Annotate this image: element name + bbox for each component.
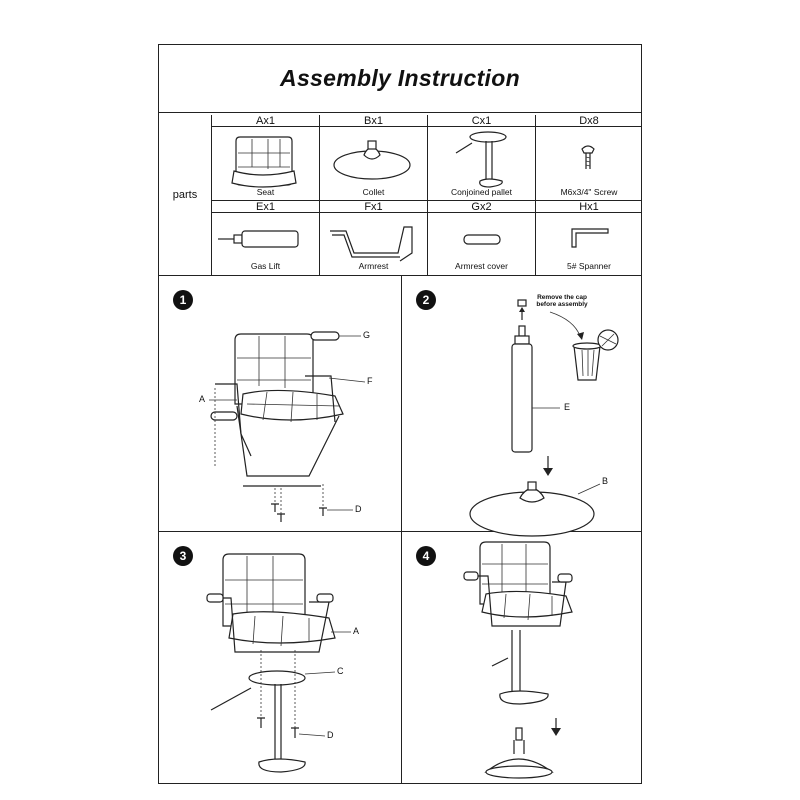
screw-part-drawing <box>581 145 595 169</box>
step-4-panel: 4 <box>402 532 642 784</box>
part-cell-armrest: Armrest <box>320 213 428 275</box>
step-3-number: 3 <box>173 546 193 566</box>
part-header-e: Ex1 <box>212 201 320 213</box>
step-4-number: 4 <box>416 546 436 566</box>
step-1-label-a: A <box>199 394 206 404</box>
part-header-c: Cx1 <box>428 115 536 127</box>
part-caption-collet: Collet <box>362 187 385 197</box>
step-2-note: Remove the cap before assembly <box>536 294 588 308</box>
part-caption-screw: M6x3/4" Screw <box>560 187 618 197</box>
step-1-label-f: F <box>367 376 373 386</box>
part-header-d: Dx8 <box>536 115 642 127</box>
part-cell-screw: M6x3/4" Screw <box>536 127 642 201</box>
part-cell-armrest-cover: Armrest cover <box>428 213 536 275</box>
seat-part-drawing <box>231 136 297 188</box>
parts-grid: Ax1 Bx1 Cx1 Dx8 Seat Collet <box>211 115 642 275</box>
part-cell-seat: Seat <box>212 127 320 201</box>
parts-label: parts <box>172 189 198 201</box>
part-cell-gas-lift: Gas Lift <box>212 213 320 275</box>
part-header-b: Bx1 <box>320 115 428 127</box>
step-3-panel: 3 A C D <box>159 532 401 784</box>
step-2-drawing <box>469 299 619 537</box>
step-2-number: 2 <box>416 290 436 310</box>
step-3-label-a: A <box>353 626 360 636</box>
step-2-label-b: B <box>602 476 609 486</box>
step-1-drawing <box>209 331 366 522</box>
part-cell-spanner: 5# Spanner <box>536 213 642 275</box>
step-4-drawing <box>463 541 573 779</box>
step-1-number: 1 <box>173 290 193 310</box>
spanner-part-drawing <box>571 228 609 248</box>
part-header-g: Gx2 <box>428 201 536 213</box>
step-1-label-g: G <box>363 330 371 340</box>
part-caption-conjoined-pallet: Conjoined pallet <box>451 187 512 197</box>
step-3-label-d: D <box>327 730 334 740</box>
step-1-label-d: D <box>355 504 362 514</box>
armrest-cover-part-drawing <box>463 234 501 245</box>
part-caption-spanner: 5# Spanner <box>567 261 611 271</box>
steps-vertical-divider <box>401 275 402 783</box>
steps-divider <box>159 531 641 532</box>
gas-lift-part-drawing <box>218 230 299 248</box>
step-3-label-c: C <box>337 666 344 676</box>
step-1-panel: 1 A G F <box>159 276 401 531</box>
conjoined-pallet-part-drawing <box>455 131 507 188</box>
step-2-panel: 2 Remove the cap before assembly <box>402 276 642 537</box>
collet-part-drawing <box>333 140 411 180</box>
part-caption-gas-lift: Gas Lift <box>250 261 281 271</box>
parts-divider <box>159 275 641 276</box>
instruction-sheet: Assembly Instruction parts Ax1 Bx1 Cx1 D… <box>158 44 642 784</box>
part-caption-armrest: Armrest <box>358 261 389 271</box>
part-caption-armrest-cover: Armrest cover <box>455 261 508 271</box>
sheet-title: Assembly Instruction <box>159 45 641 113</box>
part-cell-conjoined-pallet: Conjoined pallet <box>428 127 536 201</box>
part-cell-collet: Collet <box>320 127 428 201</box>
armrest-part-drawing <box>330 226 413 262</box>
part-caption-seat: Seat <box>256 187 275 197</box>
step-2-label-e: E <box>564 402 571 412</box>
step-3-drawing <box>206 553 351 773</box>
part-header-h: Hx1 <box>536 201 642 213</box>
part-header-f: Fx1 <box>320 201 428 213</box>
part-header-a: Ax1 <box>212 115 320 127</box>
